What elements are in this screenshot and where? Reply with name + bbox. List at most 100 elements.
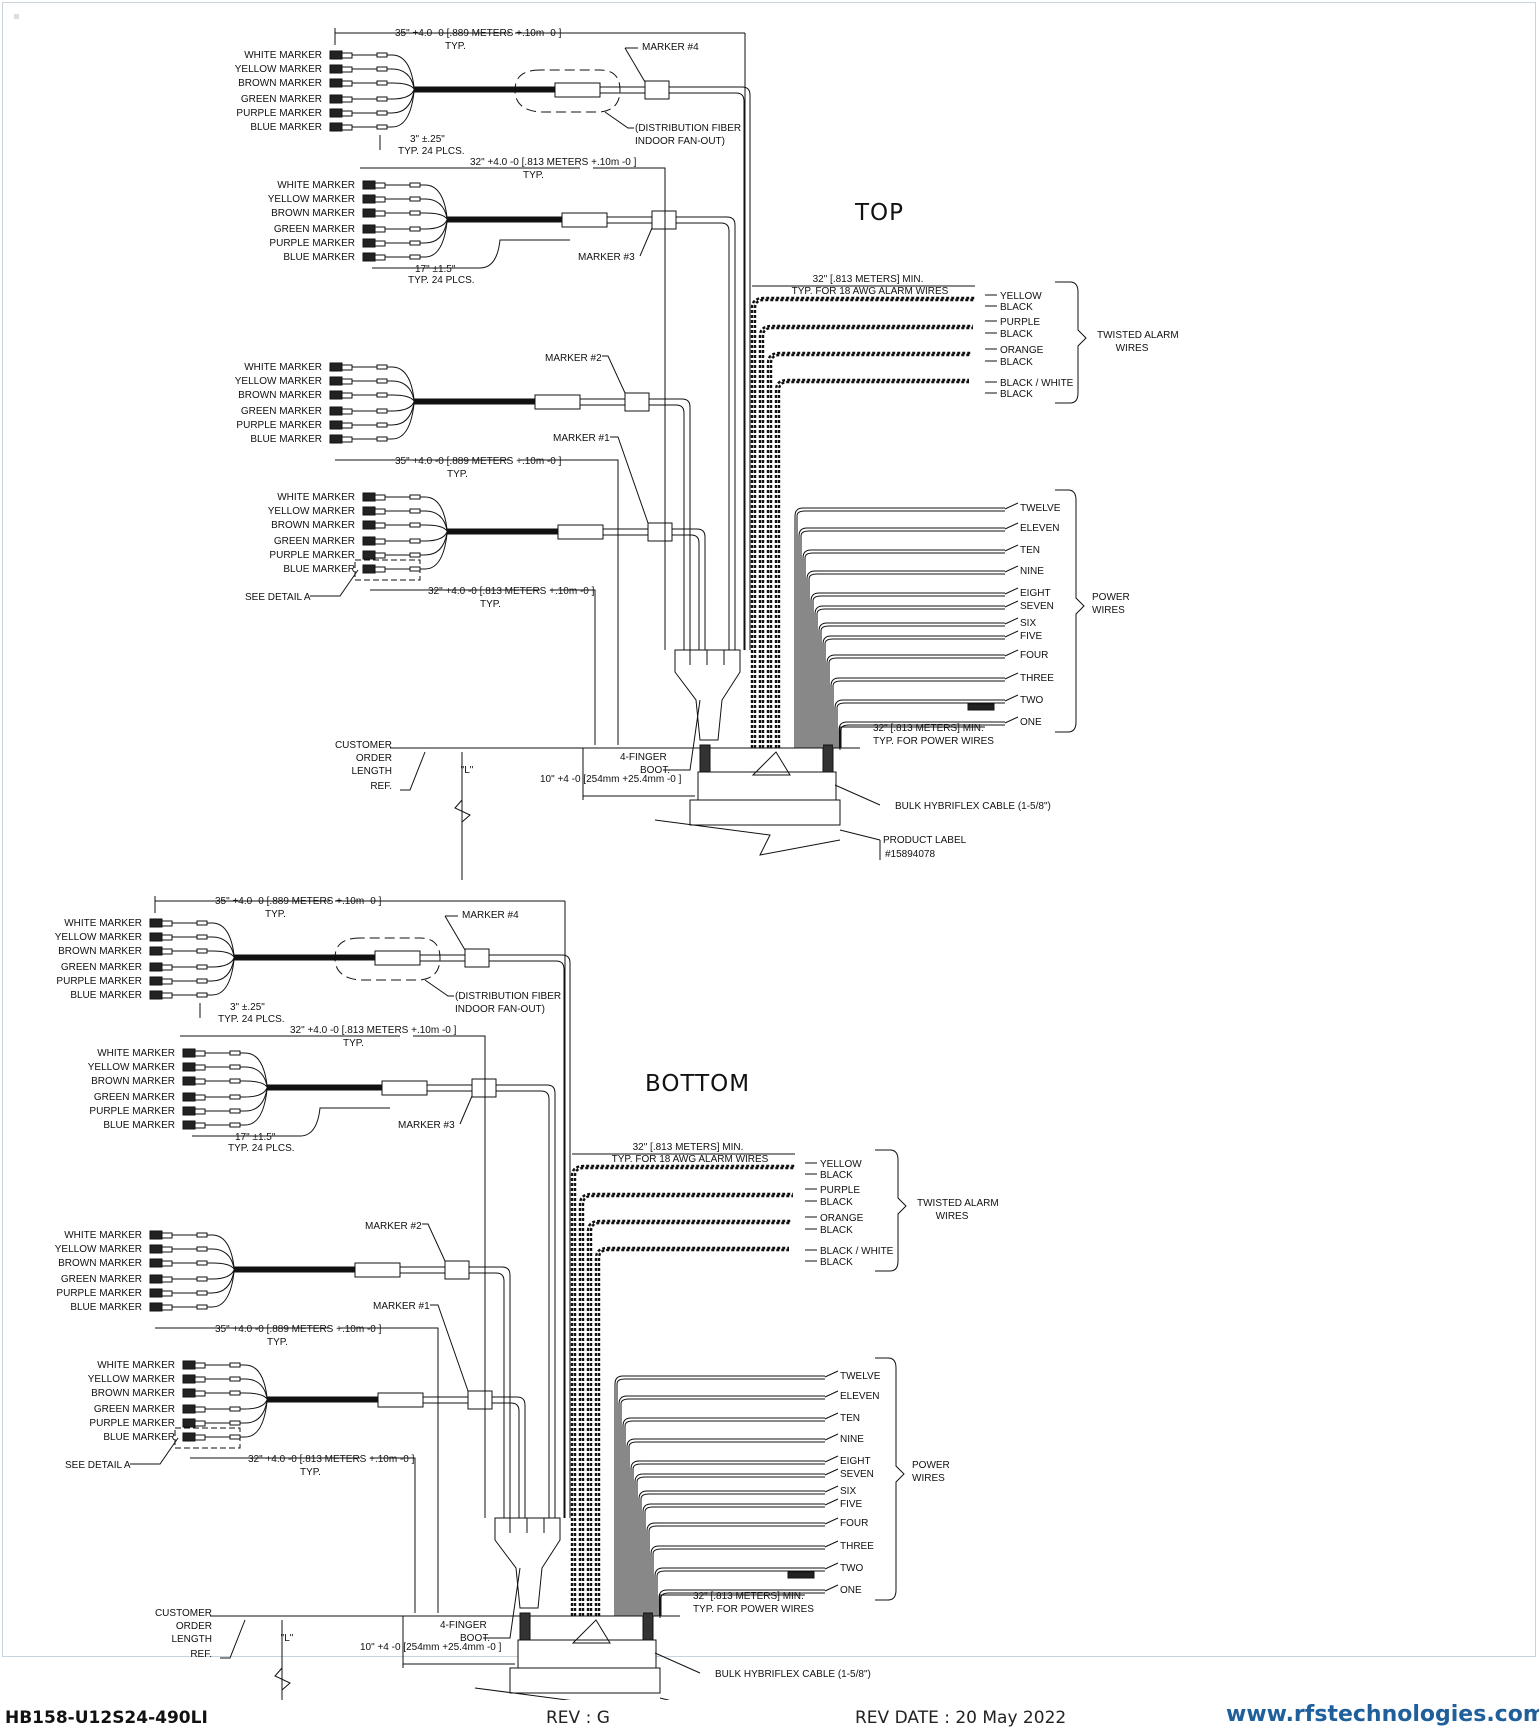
leader-line bbox=[1004, 522, 1019, 530]
power-wire bbox=[658, 1589, 825, 1616]
fanout-body bbox=[554, 82, 601, 98]
fiber-connector bbox=[182, 1048, 196, 1058]
fiber-route bbox=[489, 954, 571, 1518]
fiber-marker-label: GREEN MARKER bbox=[61, 962, 142, 973]
dim-label: TYP. bbox=[523, 170, 544, 181]
fiber-marker-label: BROWN MARKER bbox=[58, 1258, 142, 1269]
power-wire-label: SEVEN bbox=[840, 1469, 874, 1480]
fiber-marker-label: YELLOW MARKER bbox=[268, 506, 355, 517]
fiber-ferrule bbox=[374, 552, 386, 559]
dim-label: 3" ±.25" bbox=[230, 1002, 265, 1013]
power-wire-label: TEN bbox=[840, 1413, 860, 1424]
fiber-boot bbox=[196, 978, 208, 984]
fiber-boot bbox=[409, 240, 421, 246]
revision-date: REV DATE : 20 May 2022 bbox=[855, 1708, 1067, 1728]
power-wire bbox=[812, 595, 1005, 748]
power-wire-label: TWO bbox=[1020, 695, 1044, 706]
fiber-connector bbox=[182, 1092, 196, 1102]
leader-line bbox=[1004, 600, 1019, 608]
leader-line bbox=[654, 1652, 701, 1674]
alarm-wire-label: BLACK / WHITE bbox=[1000, 378, 1074, 389]
power-wire-label: NINE bbox=[1020, 566, 1044, 577]
fiber-ferrule bbox=[194, 1376, 206, 1383]
fiber-marker-label: YELLOW MARKER bbox=[268, 194, 355, 205]
alarm-wire-label: BLACK bbox=[1000, 357, 1033, 368]
dim-label: 17" ±1.5" bbox=[235, 1132, 276, 1143]
fanout-label: (DISTRIBUTION FIBER bbox=[635, 123, 741, 134]
alarm-wire-label: BLACK bbox=[820, 1170, 853, 1181]
fiber-connector bbox=[362, 208, 376, 218]
fanout-label: INDOOR FAN-OUT) bbox=[455, 1004, 545, 1015]
twisted-alarm-label: TWISTED ALARM bbox=[917, 1198, 999, 1209]
fiber-connector bbox=[149, 990, 163, 1000]
dim-label: TYP. bbox=[300, 1467, 321, 1478]
leader-line bbox=[1004, 544, 1019, 552]
power-wire-label: TWELVE bbox=[1020, 503, 1061, 514]
dim-extension bbox=[413, 1035, 486, 1518]
customer-order-label: REF. bbox=[370, 781, 392, 792]
fiber-ferrule bbox=[374, 566, 386, 573]
fiber-boot bbox=[376, 52, 388, 58]
fiber-boot bbox=[376, 392, 388, 398]
fiber-route bbox=[492, 1396, 526, 1518]
fiber-boot bbox=[229, 1390, 241, 1396]
fanout-body bbox=[374, 950, 421, 966]
alarm-wire-label: YELLOW bbox=[820, 1159, 862, 1170]
leader-line bbox=[1004, 694, 1019, 702]
fiber-strand bbox=[391, 380, 565, 401]
power-wire-label: FOUR bbox=[840, 1518, 868, 1529]
fiber-marker-label: GREEN MARKER bbox=[274, 224, 355, 235]
fiber-ferrule bbox=[341, 422, 353, 429]
fiber-route bbox=[649, 404, 685, 650]
fiber-boot bbox=[229, 1050, 241, 1056]
power-wire-label: ELEVEN bbox=[1020, 523, 1059, 534]
dim-label: TYP. 24 PLCS. bbox=[408, 275, 475, 286]
fiber-ferrule bbox=[161, 1246, 173, 1253]
fiber-ferrule bbox=[194, 1122, 206, 1129]
fiber-boot bbox=[196, 1304, 208, 1310]
power-wire bbox=[640, 1493, 825, 1616]
fiber-connector bbox=[329, 406, 343, 416]
fiber-marker-label: BROWN MARKER bbox=[271, 520, 355, 531]
fiber-ferrule bbox=[194, 1406, 206, 1413]
twisted-alarm-wire bbox=[578, 1192, 793, 1616]
fiber-connector bbox=[329, 50, 343, 60]
power-wire-label: SIX bbox=[1020, 618, 1036, 629]
power-wire bbox=[656, 1570, 825, 1616]
fiber-marker-label: BROWN MARKER bbox=[238, 390, 322, 401]
fiber-boot bbox=[196, 1260, 208, 1266]
power-wire bbox=[654, 1567, 825, 1616]
bulk-cable-label: BULK HYBRIFLEX CABLE (1-5/8") bbox=[895, 801, 1051, 812]
fiber-ferrule bbox=[374, 254, 386, 261]
cable-marker bbox=[651, 210, 677, 230]
fiber-ferrule bbox=[341, 80, 353, 87]
fiber-boot bbox=[376, 66, 388, 72]
power-wire bbox=[804, 552, 1005, 748]
fiber-strand bbox=[424, 532, 588, 556]
fiber-boot bbox=[196, 964, 208, 970]
website-link[interactable]: www.rfstechnologies.com bbox=[1226, 1702, 1539, 1727]
fiber-strand bbox=[424, 510, 588, 531]
fiber-connector bbox=[362, 564, 376, 574]
leader-line bbox=[1004, 587, 1019, 595]
marker-1-label: MARKER #1 bbox=[553, 433, 610, 444]
fiber-ferrule bbox=[374, 494, 386, 501]
dim-line bbox=[299, 1107, 390, 1137]
fiber-ferrule bbox=[161, 1304, 173, 1311]
twisted-alarm-label: TWISTED ALARM bbox=[1097, 330, 1179, 341]
fiber-connector bbox=[149, 976, 163, 986]
fiber-boot bbox=[376, 96, 388, 102]
alarm-length-label: TYP. FOR 18 AWG ALARM WIRES bbox=[612, 1154, 769, 1165]
fiber-ferrule bbox=[341, 52, 353, 59]
fiber-boot bbox=[229, 1122, 241, 1128]
fiber-marker-label: PURPLE MARKER bbox=[56, 976, 142, 987]
power-wire bbox=[622, 1417, 825, 1616]
dim-label: 32" +4.0 -0 [.813 METERS +.10m -0 ] bbox=[248, 1454, 415, 1465]
dim-label: TYP. bbox=[480, 599, 501, 610]
power-wire bbox=[628, 1441, 825, 1616]
fiber-ferrule bbox=[194, 1434, 206, 1441]
fiber-boot bbox=[229, 1434, 241, 1440]
fiber-strand bbox=[244, 1080, 412, 1088]
fiber-connector bbox=[362, 252, 376, 262]
